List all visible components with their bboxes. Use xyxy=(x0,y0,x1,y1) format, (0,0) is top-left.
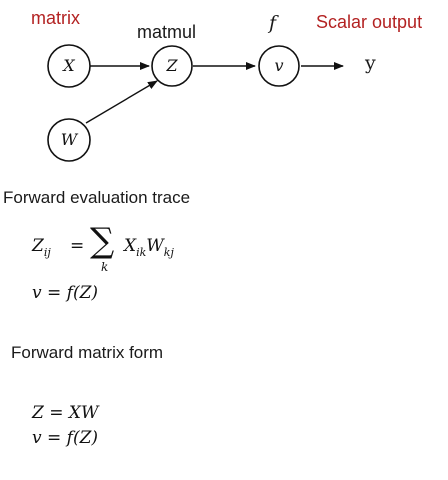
eq1-x: X xyxy=(124,236,137,256)
forward-matrix-title: Forward matrix form xyxy=(11,343,164,362)
node-x: X xyxy=(47,44,91,88)
trace-equation-2: v = f(Z) xyxy=(32,283,99,303)
label-f: f xyxy=(269,12,277,34)
node-x-label: X xyxy=(61,56,75,75)
label-matmul: matmul xyxy=(137,22,197,42)
matrix-equation-1: Z = XW xyxy=(32,403,99,423)
computation-graph: X W Z v xyxy=(47,44,344,162)
eq1-lhs-sub: ij xyxy=(43,246,51,259)
eq1-equals: = xyxy=(70,236,85,256)
forward-trace-title: Forward evaluation trace xyxy=(3,188,191,207)
eq1-w: W xyxy=(146,236,164,256)
node-v-label: v xyxy=(274,56,283,75)
node-w-label: W xyxy=(61,130,79,149)
eq1-lhs: Z xyxy=(32,236,44,256)
eq1-x-sub: ik xyxy=(136,246,147,259)
node-z-label: Z xyxy=(165,56,178,75)
matrix-equation-2: v = f(Z) xyxy=(32,428,99,448)
eq1-w-sub: kj xyxy=(163,246,174,259)
node-z: Z xyxy=(151,45,193,87)
node-v: v xyxy=(258,45,300,87)
eq1-sum-index: k xyxy=(101,260,109,274)
node-w: W xyxy=(47,118,91,162)
trace-equation-1: Zij = ∑ k XikWkj xyxy=(32,224,232,276)
label-matrix: matrix xyxy=(31,8,80,28)
summation-sign: ∑ xyxy=(90,221,115,261)
label-y: y xyxy=(365,52,376,74)
label-scalar-output: Scalar output xyxy=(316,12,423,32)
edge-w-to-z xyxy=(85,80,158,124)
